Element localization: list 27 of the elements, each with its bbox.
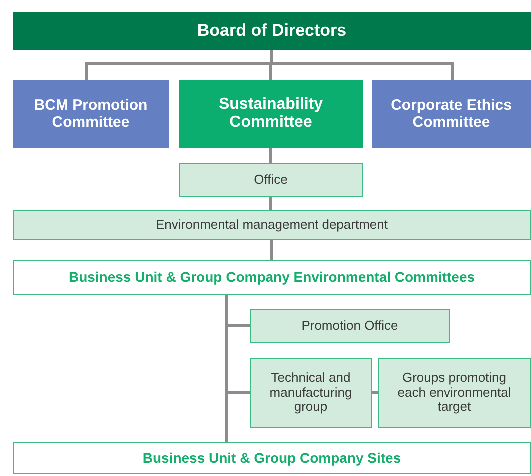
org-unit-box [13,80,169,148]
org-unit-box [250,309,450,343]
unit-name: Groups promoting each environmental target [396,370,512,416]
connector-line [270,50,454,80]
org-unit-box [13,210,531,240]
connector-line [270,148,272,163]
unit-name: Sustainability Committee [218,96,324,132]
unit-name: Technical and manufacturing group [268,370,354,416]
org-unit-box [378,358,531,428]
unit-name: Board of Directors [197,21,347,41]
org-unit-box [13,442,531,474]
org-unit-box [179,163,363,197]
unit-name: Environmental management department [156,218,388,232]
org-unit-box [250,358,372,428]
unit-name: Office [254,172,288,188]
connector-line [270,197,272,210]
connector-line [270,240,274,260]
unit-name: Business Unit & Group Company Environmental Committees [68,269,476,286]
unit-name: BCM Promotion Committee [33,96,149,132]
unit-name: Corporate Ethics Committee [390,96,513,132]
org-unit-box [179,80,363,148]
connector-line [372,392,378,394]
org-unit-box [13,260,531,295]
unit-name: Promotion Office [302,318,398,334]
org-unit-box [372,80,531,148]
unit-name: Business Unit & Group Company Sites [142,450,402,466]
org-unit-box [13,12,531,50]
